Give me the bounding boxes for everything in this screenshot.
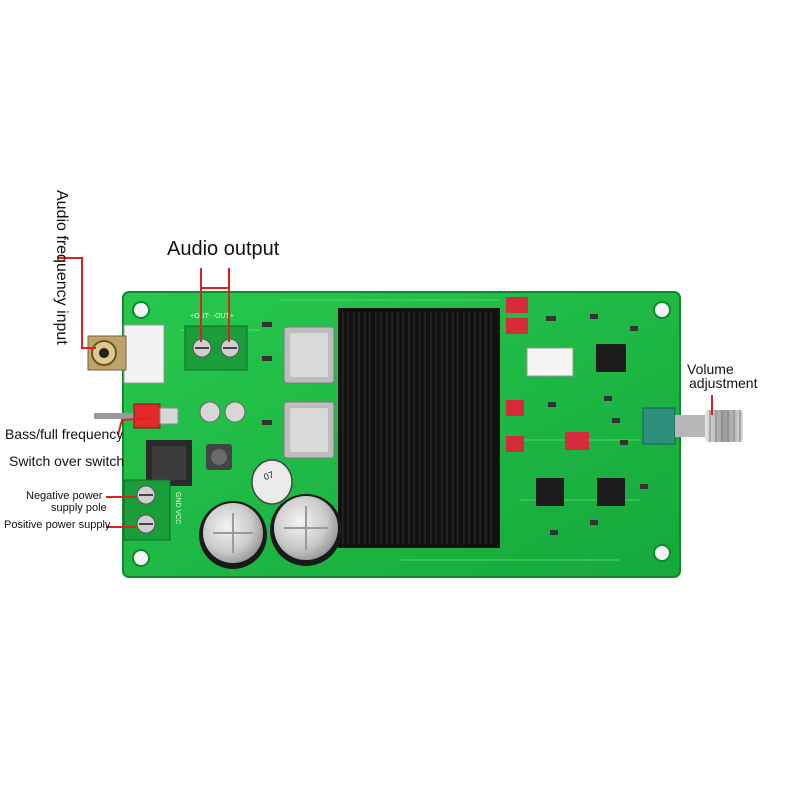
bass-full-toggle-switch[interactable] <box>94 403 179 429</box>
volume-potentiometer[interactable] <box>642 407 743 445</box>
label-switch-over-switch: Switch over switch <box>9 453 125 469</box>
rca-input-jack <box>87 324 165 384</box>
opamp-chips <box>536 344 626 506</box>
filter-capacitor-left <box>199 501 267 569</box>
heatsink-fin <box>375 312 382 544</box>
power-terminal-mark: GND VCC <box>174 492 181 524</box>
heatsink <box>338 308 500 548</box>
heatsink-fin <box>485 312 492 544</box>
heatsink-fin <box>474 312 481 544</box>
heatsink-fin <box>430 312 437 544</box>
small-capacitors <box>199 401 246 423</box>
heatsink-fin <box>353 312 360 544</box>
label-positive-power-supply: Positive power supply <box>4 519 111 531</box>
power-input-terminal: GND VCC <box>123 479 181 541</box>
heatsink-fin <box>364 312 371 544</box>
voltage-regulator <box>146 440 192 486</box>
heatsink-fin <box>441 312 448 544</box>
label-volume: Volume <box>687 361 734 377</box>
small-inductor <box>206 444 232 470</box>
filter-capacitor-right <box>270 494 342 566</box>
callout-lines <box>58 257 713 528</box>
heatsink-fin <box>386 312 393 544</box>
red-film-capacitors <box>506 297 589 452</box>
heatsink-fin <box>408 312 415 544</box>
heatsink-fin <box>419 312 426 544</box>
label-bass-full-frequency: Bass/full frequency <box>5 426 124 442</box>
capacitor-sleeve: 07 <box>251 459 293 505</box>
label-adjustment: adjustment <box>689 375 758 391</box>
heatsink-fin <box>463 312 470 544</box>
label-negative-power: Negative power <box>26 490 103 502</box>
heatsink-fin <box>342 312 349 544</box>
callout-audio-output <box>200 268 230 342</box>
callout-bass-switch <box>117 417 151 436</box>
capacitor-value-mark: 07 <box>262 469 275 482</box>
label-audio-frequency-input: Audio frequency input <box>53 190 70 345</box>
heatsink-fin <box>452 312 459 544</box>
speaker-terminal-mark: +OUT- -OUT+ <box>190 313 234 320</box>
label-supply-pole: supply pole <box>51 502 107 514</box>
callout-audio-input <box>58 257 96 349</box>
relay-module <box>526 347 574 377</box>
label-audio-output: Audio output <box>167 238 280 260</box>
smd-components <box>262 314 648 535</box>
speaker-output-terminal: +OUT- -OUT+ <box>184 313 248 371</box>
heatsink-fin <box>397 312 404 544</box>
output-inductors <box>283 326 335 459</box>
